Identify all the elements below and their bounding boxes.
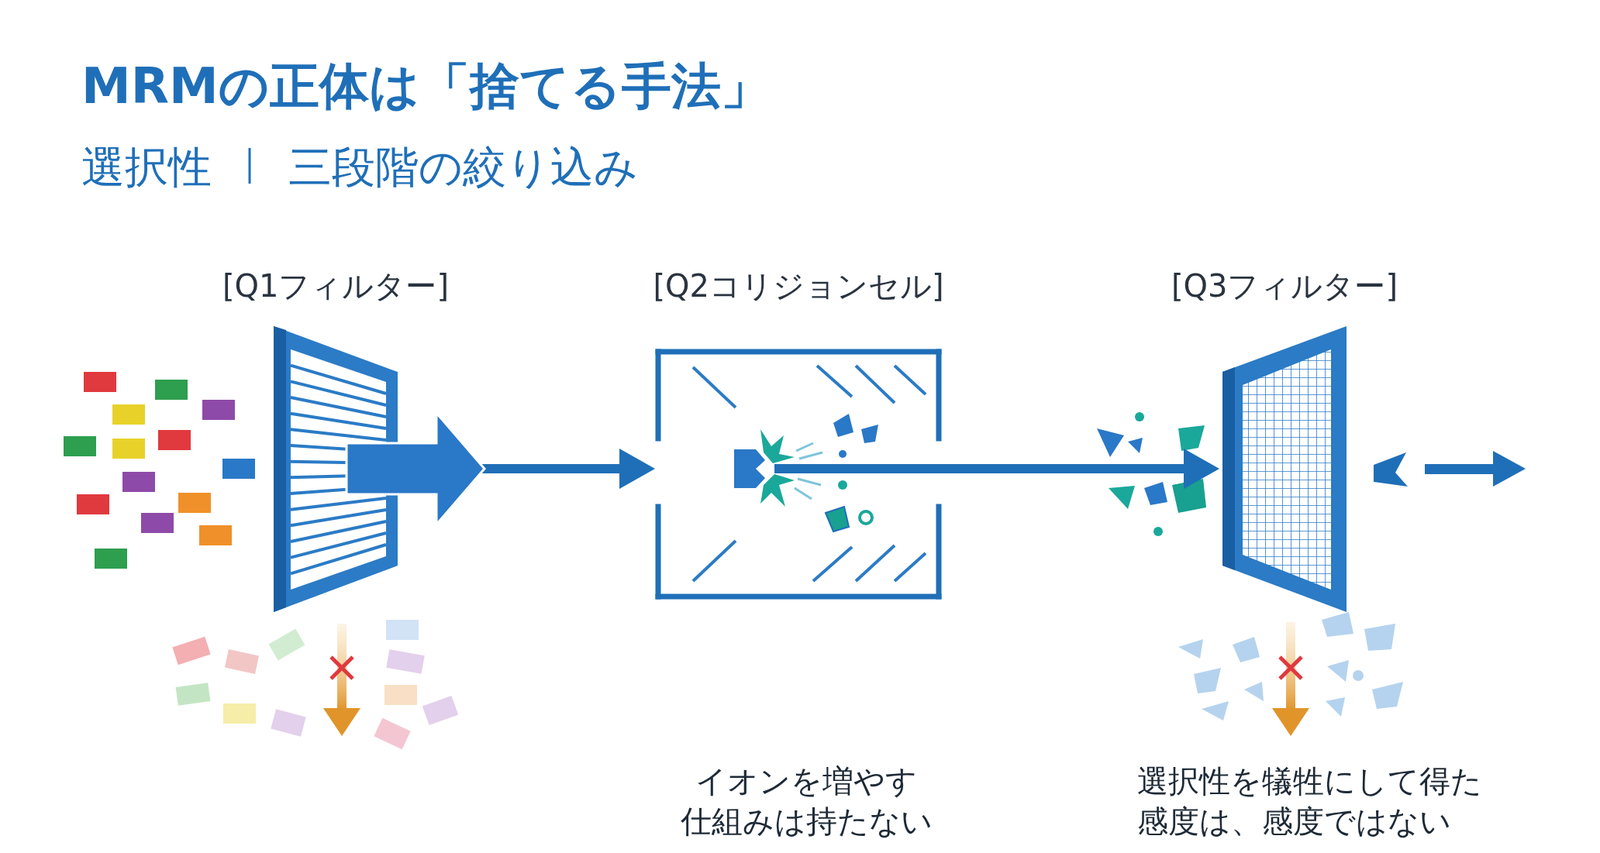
ion-mixture xyxy=(63,372,256,569)
ion-block xyxy=(155,379,188,400)
ion-block xyxy=(178,493,211,514)
ion-block xyxy=(83,372,117,393)
ion-block xyxy=(76,494,110,515)
node-outline xyxy=(658,351,939,597)
product-fragments xyxy=(1096,412,1207,537)
q1-filter: [Q1フィルター] xyxy=(273,326,398,613)
collision-cell: [Q2コリジョンセル] xyxy=(658,351,939,597)
node-heading: [Q1フィルター] xyxy=(222,265,449,308)
ion-block xyxy=(112,404,145,425)
discard-arrow xyxy=(1272,622,1310,737)
title-text: MRMの正体は「捨てる手法」 xyxy=(81,54,771,119)
ion-block xyxy=(112,438,145,459)
subtitle-text: 三段階の絞り込み xyxy=(288,139,638,197)
ion-block xyxy=(222,458,256,480)
discarded-fragments xyxy=(1178,612,1404,721)
passed-fragment xyxy=(1373,451,1526,487)
discarded-ions xyxy=(172,620,459,750)
ion-block xyxy=(158,430,191,451)
subtitle-text: 選択性 xyxy=(81,139,212,197)
node-heading: [Q3フィルター] xyxy=(1171,265,1398,308)
separator-bar xyxy=(248,148,252,184)
note-text: イオンを増やす 仕組みは持たない xyxy=(662,761,950,842)
ion-block xyxy=(141,513,174,534)
discard-arrow xyxy=(323,624,361,737)
node-heading: [Q2コリジョンセル] xyxy=(652,265,944,308)
ion-block xyxy=(63,436,97,457)
ion-block xyxy=(199,525,232,546)
ion-block xyxy=(122,472,156,493)
ion-block xyxy=(202,400,235,421)
q3-filter: [Q3フィルター] xyxy=(1222,326,1347,613)
ion-block xyxy=(94,548,128,569)
node-outline xyxy=(1222,326,1347,613)
flow-arrow xyxy=(938,464,1184,474)
note-text: 選択性を犠牲にして得た 感度は、感度ではない xyxy=(1137,761,1510,842)
node-outline xyxy=(273,326,398,613)
